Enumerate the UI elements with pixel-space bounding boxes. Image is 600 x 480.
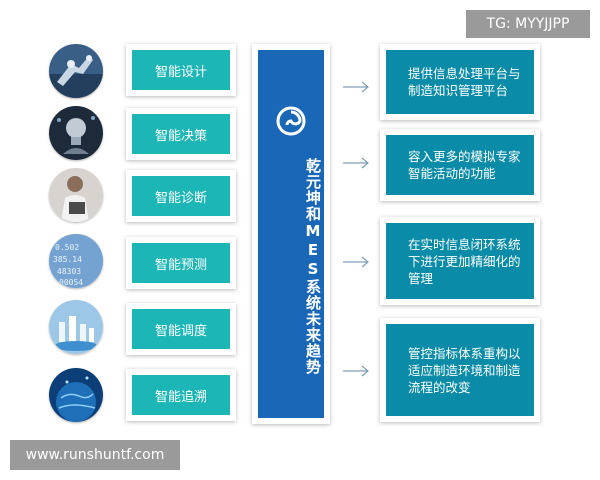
capability-label: 智能追溯	[132, 375, 230, 415]
arrow-right-icon	[343, 365, 369, 377]
outcome-text: 提供信息处理平台与制造知识管理平台	[386, 50, 534, 114]
capability-label: 智能决策	[132, 114, 230, 154]
robot-arm-photo-icon	[49, 44, 103, 98]
digits-photo-icon: 0.502 385.14 48303 00054	[49, 234, 103, 288]
lightbulb-photo-icon	[49, 106, 103, 160]
center-panel-fill: 乾元坤和MES系统未来趋势	[258, 50, 324, 418]
person-tablet-photo-icon	[49, 168, 103, 222]
capability-label: 智能诊断	[132, 176, 230, 216]
swirl-logo-icon	[276, 106, 306, 140]
watermark-bottom: www.runshuntf.com	[10, 440, 180, 470]
capability-card: 智能诊断	[126, 170, 236, 222]
outcome-card: 在实时信息闭环系统下进行更加精细化的管理	[380, 217, 540, 305]
capability-label: 智能预测	[132, 243, 230, 283]
center-title-text: 乾元坤和MES系统未来趋势	[304, 158, 322, 375]
capability-label: 智能调度	[132, 309, 230, 349]
svg-text:48303: 48303	[57, 267, 81, 276]
capability-card: 智能设计	[126, 44, 236, 96]
outcome-card: 提供信息处理平台与制造知识管理平台	[380, 44, 540, 120]
outcome-card: 管控指标体系重构以适应制造环境和制造流程的改变	[380, 318, 540, 422]
outcome-text: 容入更多的模拟专家智能活动的功能	[386, 135, 534, 195]
arrow-right-icon	[343, 157, 369, 169]
outcome-text: 管控指标体系重构以适应制造环境和制造流程的改变	[386, 324, 534, 416]
svg-text:0.502: 0.502	[55, 243, 79, 252]
svg-text:00054: 00054	[59, 278, 83, 287]
capability-label: 智能设计	[132, 50, 230, 90]
city-network-photo-icon	[49, 300, 103, 354]
svg-text:385.14: 385.14	[53, 255, 82, 264]
center-title: 乾元坤和MES系统未来趋势	[258, 158, 324, 375]
arrow-right-icon	[343, 256, 369, 268]
capability-card: 智能调度	[126, 303, 236, 355]
capability-card: 智能预测	[126, 237, 236, 289]
capability-card: 智能决策	[126, 108, 236, 160]
capability-card: 智能追溯	[126, 369, 236, 421]
arrow-right-icon	[343, 81, 369, 93]
outcome-text: 在实时信息闭环系统下进行更加精细化的管理	[386, 223, 534, 299]
watermark-top: TG: MYYJJPP	[466, 10, 590, 38]
center-panel: 乾元坤和MES系统未来趋势	[252, 44, 330, 424]
globe-photo-icon	[49, 368, 103, 422]
outcome-card: 容入更多的模拟专家智能活动的功能	[380, 129, 540, 201]
